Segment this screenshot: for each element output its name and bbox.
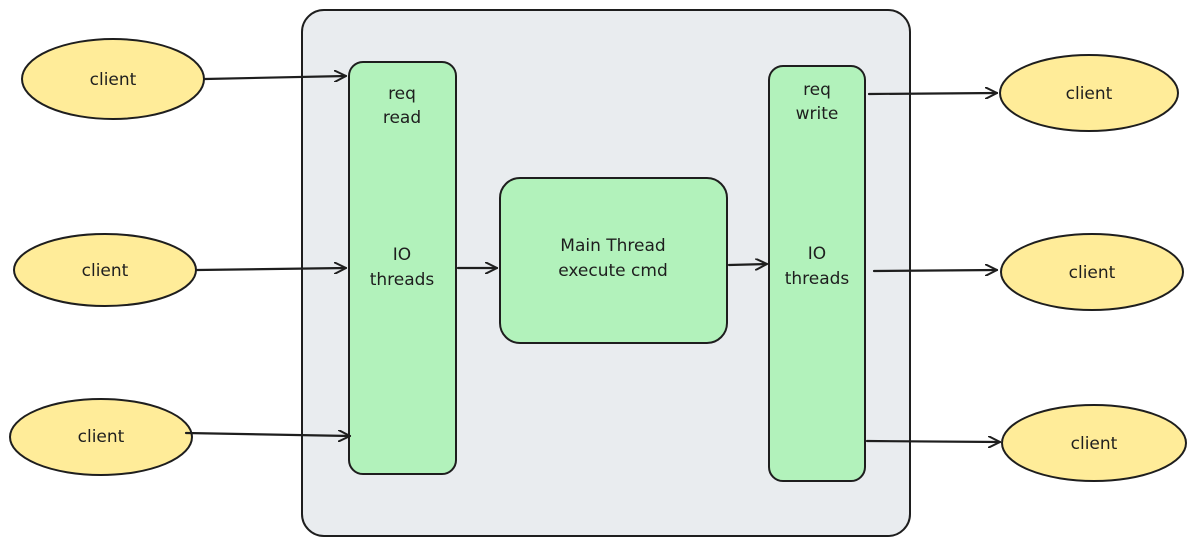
client-right-2: client [1000,233,1184,311]
client-right-1-ellipse [999,54,1179,132]
io-write-top-label-line2: write [796,104,839,124]
io-write-mid-label-line1: IO [808,244,826,264]
io-read-threads-box [348,61,457,475]
main-thread-label-line1: Main Thread [560,236,665,256]
io-read-top-label-line2: read [383,108,421,128]
client-right-1-label: client [1066,84,1113,104]
arrow-io-write-to-client-right-3 [865,441,1002,442]
io-write-top-label-line1: req [803,80,831,100]
client-right-3-ellipse [1001,404,1187,482]
main-thread-box [499,177,728,344]
client-left-3-ellipse [9,398,193,476]
main-thread-label-line2: execute cmd [558,261,668,281]
client-right-1: client [999,54,1179,132]
io-read-mid-label-line1: IO [393,245,411,265]
io-read-top-label-line1: req [388,84,416,104]
arrow-client-left-2-to-io-read [195,268,348,270]
client-left-2: client [13,233,197,307]
main-thread: Main Thread execute cmd [499,177,728,344]
client-right-3-label: client [1071,434,1118,454]
arrow-main-thread-to-io-write [727,264,769,265]
arrow-client-left-1-to-io-read [203,76,348,79]
client-left-3: client [9,398,193,476]
client-left-2-label: client [82,261,129,281]
client-right-3: client [1001,404,1187,482]
client-right-2-ellipse [1000,233,1184,311]
io-read-threads: req read IO threads [348,61,457,475]
client-left-1-label: client [90,70,137,90]
client-left-1: client [21,38,205,120]
arrow-io-write-to-client-right-1 [867,93,999,94]
client-right-2-label: client [1069,263,1116,283]
io-write-threads: req write IO threads [768,65,866,482]
io-read-mid-label-line2: threads [370,270,435,290]
arrow-client-left-3-to-io-read [184,433,352,436]
io-write-mid-label-line2: threads [785,269,850,289]
client-left-3-label: client [78,427,125,447]
io-write-threads-box [768,65,866,482]
arrow-io-write-to-client-right-2 [872,270,999,271]
